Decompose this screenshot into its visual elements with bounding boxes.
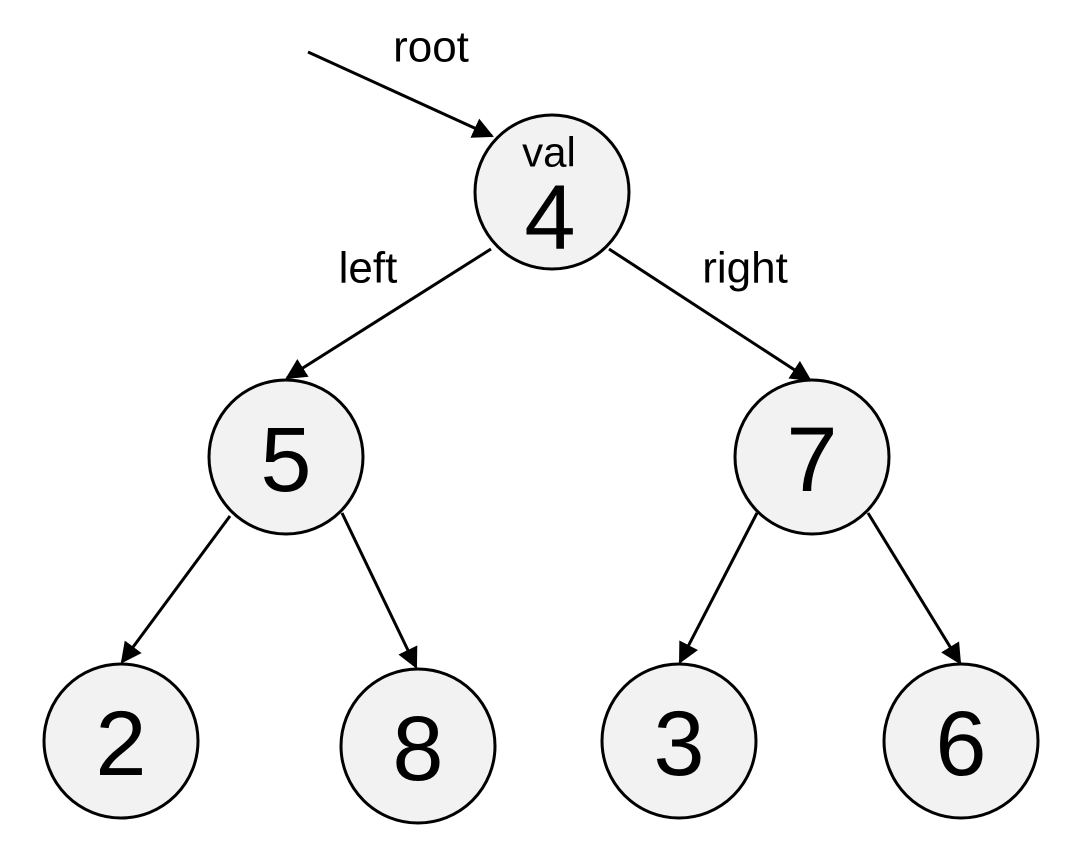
- node-value-left: 5: [260, 409, 311, 511]
- root-pointer-label: root: [393, 23, 469, 72]
- edge-right-to-right-right: [866, 512, 962, 665]
- node-value-left-left: 2: [95, 693, 146, 795]
- node-value-left-right: 8: [392, 698, 443, 800]
- node-circle: [600, 662, 758, 820]
- node-circle: [882, 662, 1040, 820]
- node-value-right-left: 3: [653, 693, 704, 795]
- root-pointer-arrow: [307, 50, 494, 138]
- node-value-right: 7: [786, 409, 837, 511]
- node-circle: [733, 378, 891, 536]
- val-field-label: val: [522, 129, 576, 176]
- edge-root-to-left: [285, 247, 492, 380]
- node-circle: [42, 662, 200, 820]
- tree-node-left: 5: [207, 378, 365, 536]
- node-circle: [473, 113, 631, 271]
- tree-node-right-right: 6: [882, 662, 1040, 820]
- node-value-right-right: 6: [935, 693, 986, 795]
- tree-node-right: 7: [733, 378, 891, 536]
- edge-right-to-right-left: [678, 512, 759, 664]
- node-circle: [207, 378, 365, 536]
- tree-node-root: val 4: [473, 113, 631, 271]
- edge-left-to-left-right: [340, 512, 418, 669]
- right-edge-label: right: [702, 244, 788, 293]
- node-value-root: 4: [524, 167, 575, 269]
- left-edge-label: left: [339, 244, 398, 293]
- edge-left-to-left-left: [120, 515, 232, 664]
- tree-node-right-left: 3: [600, 662, 758, 820]
- edge-root-to-right: [608, 247, 812, 382]
- tree-node-left-right: 8: [339, 667, 497, 825]
- node-circle: [339, 667, 497, 825]
- tree-node-left-left: 2: [42, 662, 200, 820]
